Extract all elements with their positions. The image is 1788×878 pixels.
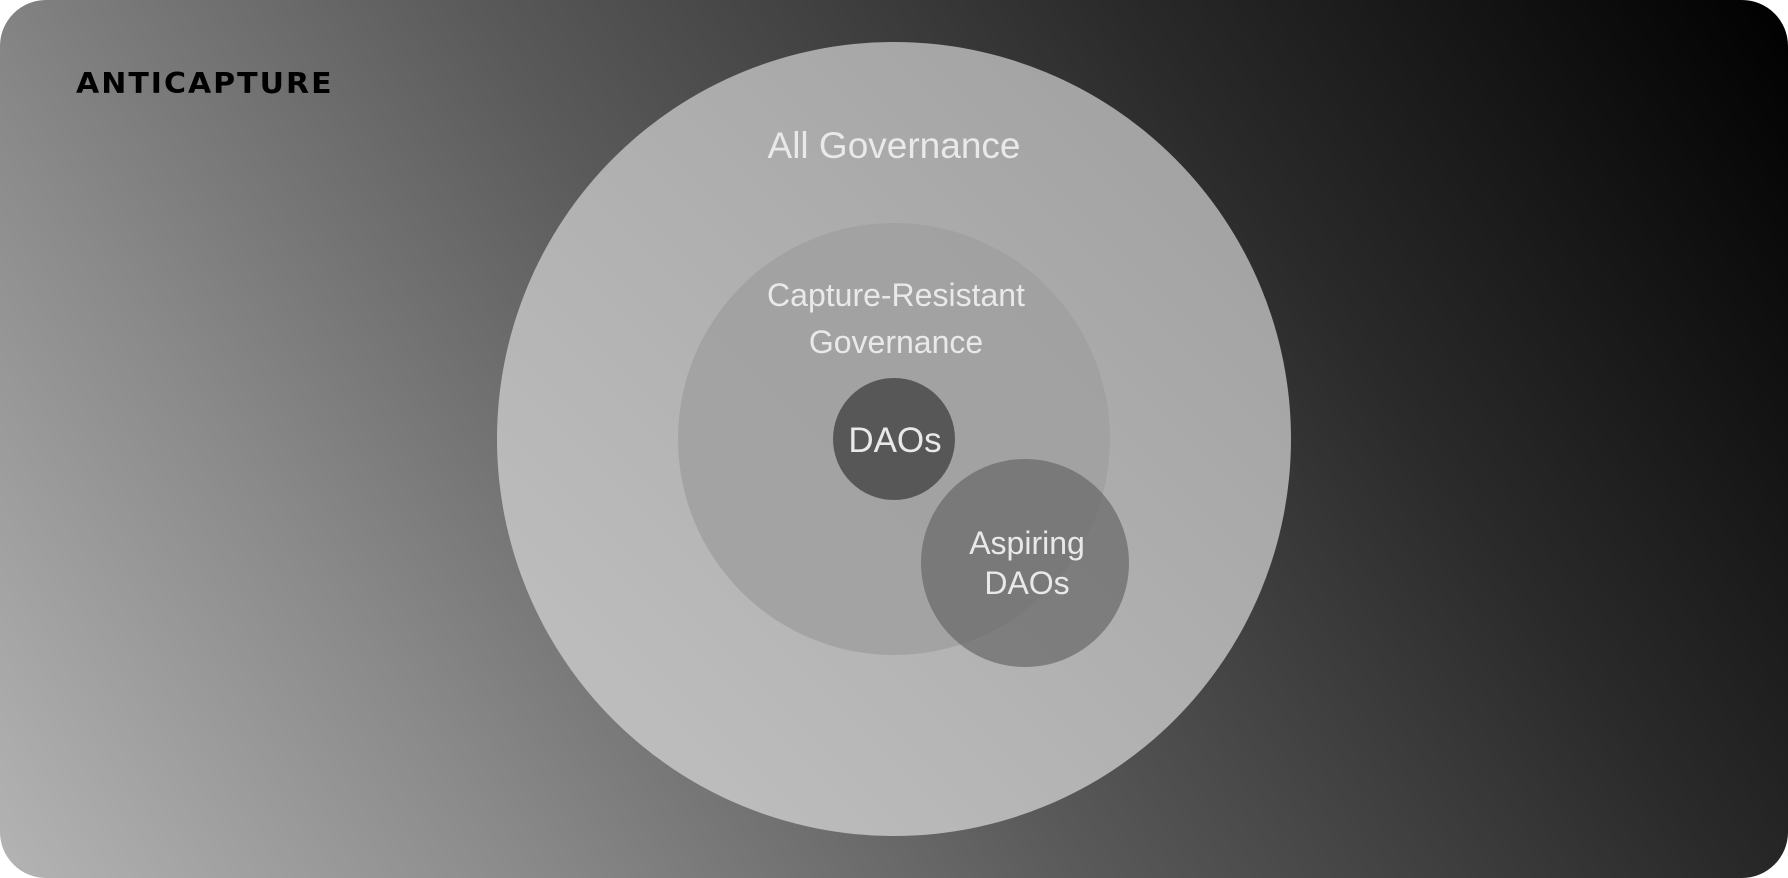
anticapture-logo: ANTICAPTURE	[76, 67, 334, 101]
daos-label: DAOs	[848, 421, 941, 460]
aspiring-daos-circle	[921, 459, 1129, 667]
daos-circle	[833, 378, 955, 500]
capture-resistant-label-line2: Governance	[809, 324, 983, 360]
capture-resistant-label-line1: Capture-Resistant	[767, 277, 1025, 313]
aspiring-daos-label-line1: Aspiring	[969, 525, 1085, 561]
all-governance-label: All Governance	[768, 125, 1021, 166]
aspiring-daos-label-line2: DAOs	[984, 565, 1069, 601]
